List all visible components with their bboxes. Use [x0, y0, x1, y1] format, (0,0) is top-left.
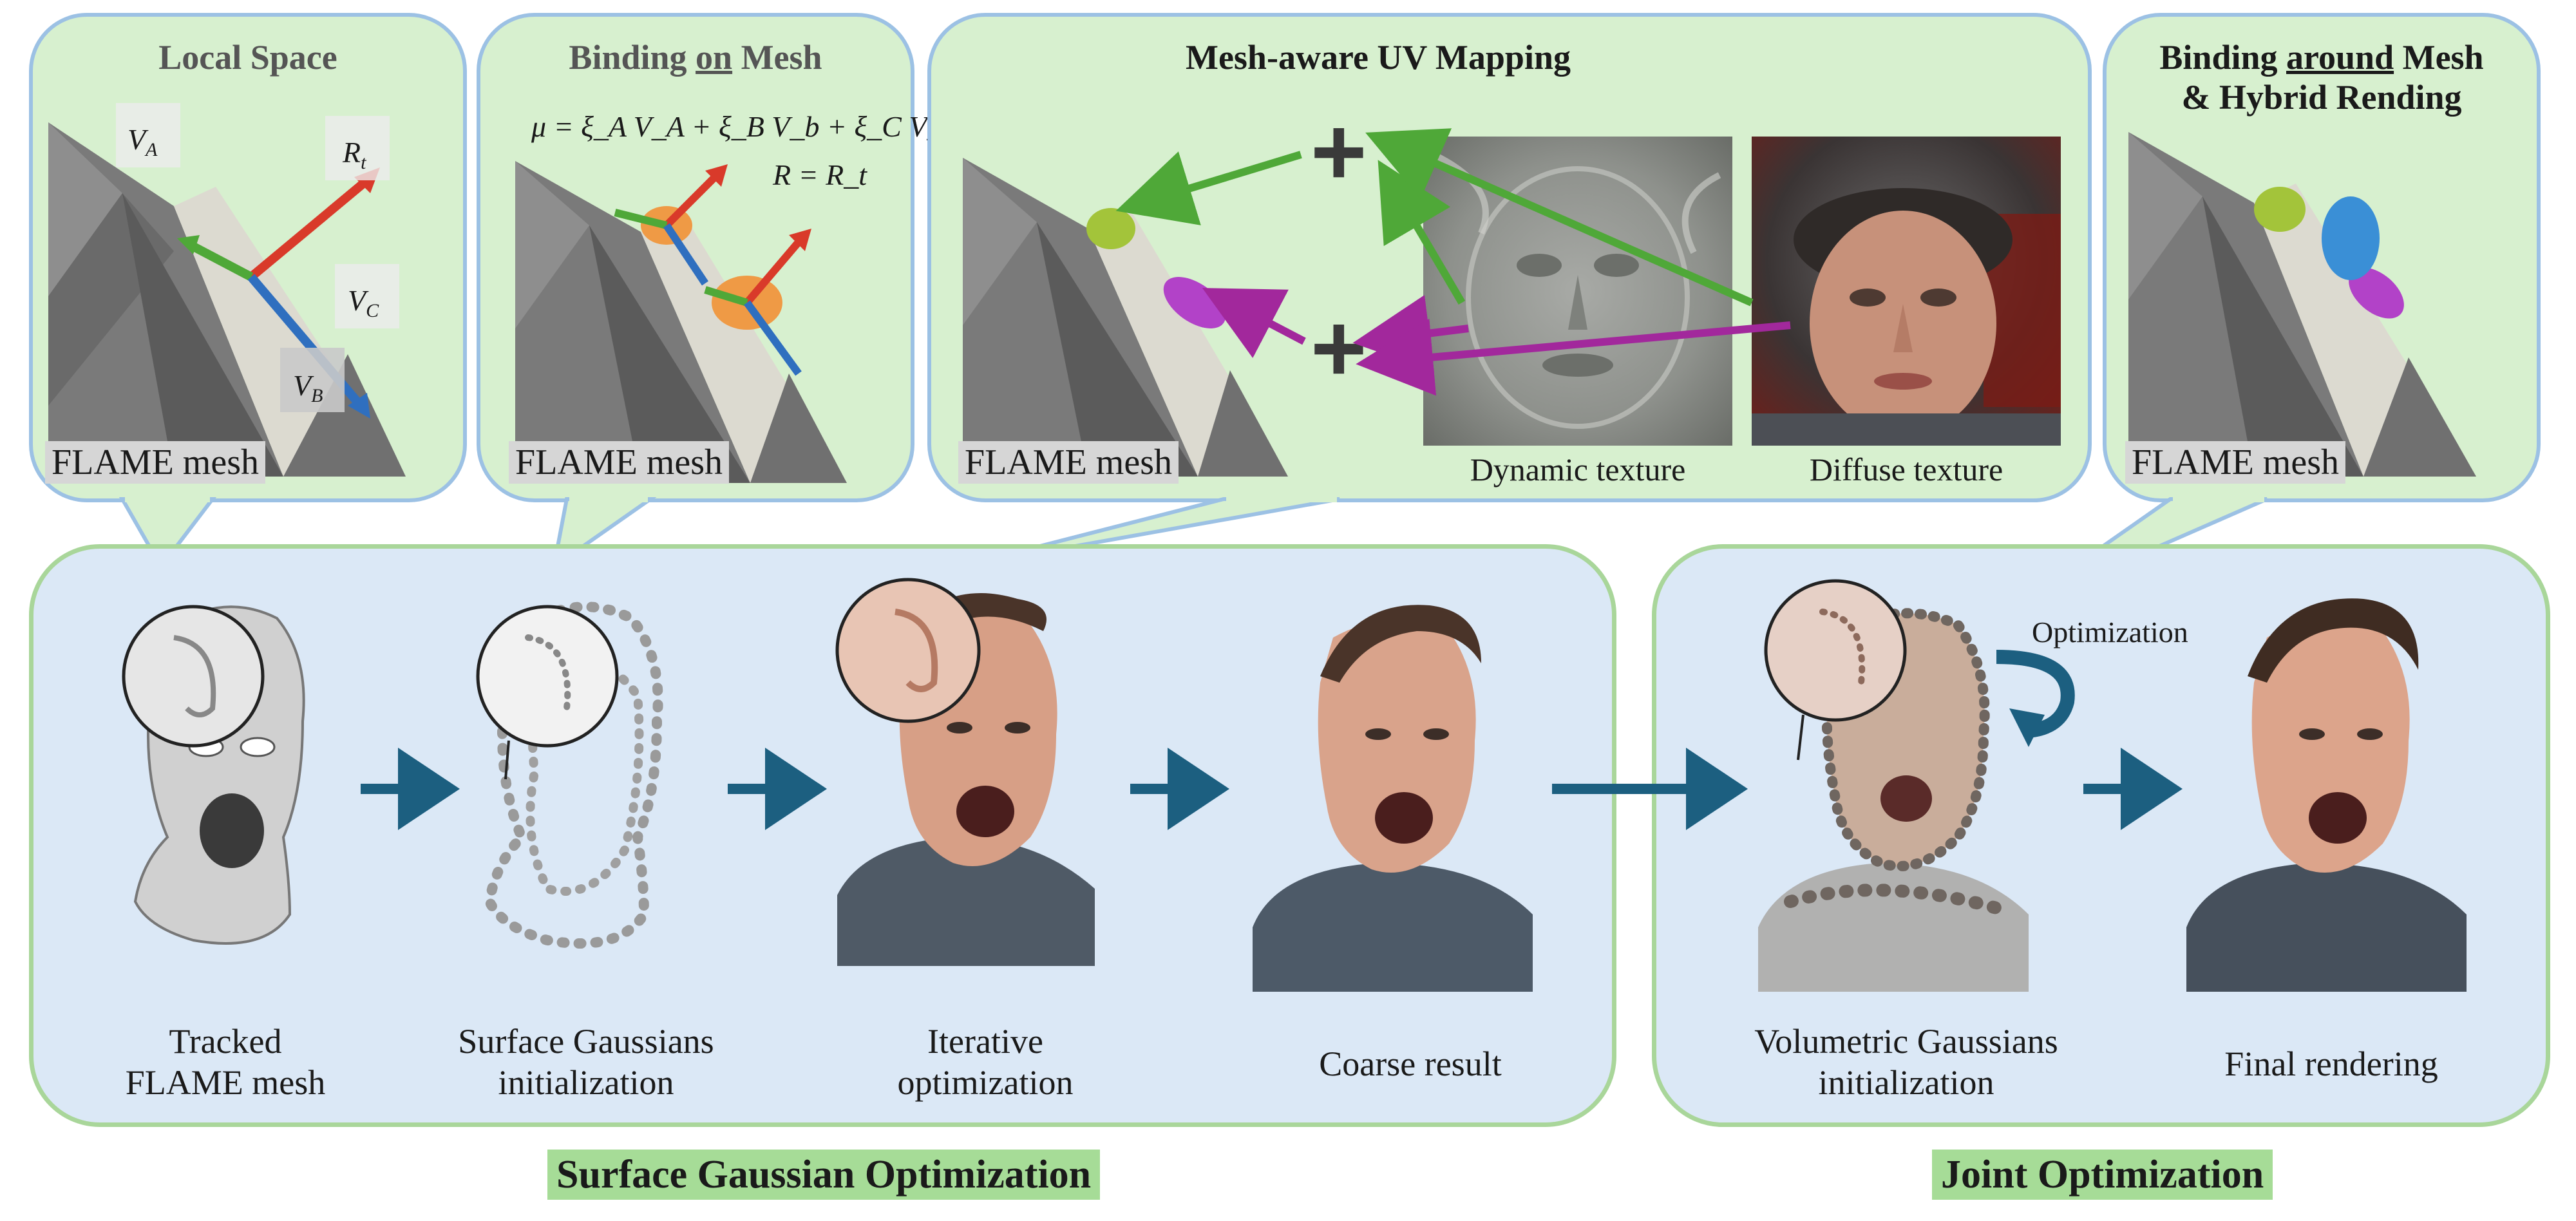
around-green-gaussian: [2254, 187, 2306, 232]
rt-axis-arrow: [248, 176, 370, 281]
green-arrow-from-dynamic: [1378, 160, 1466, 305]
purple-arrow-to-gaussian: [1202, 288, 1306, 358]
binding-equation-r: R = R_t: [773, 158, 867, 191]
local-space-title: Local Space: [158, 38, 337, 77]
green-arrow-from-diffuse: [1365, 128, 1754, 307]
around-blue-gaussian: [2322, 196, 2380, 280]
optimization-loop-arrow: [1996, 650, 2075, 738]
binding-on-mesh-title: Binding on Mesh: [569, 38, 822, 77]
local-space-mesh-label: FLAME mesh: [45, 441, 265, 484]
binding-around-mesh-title: Binding around Mesh & Hybrid Rending: [2159, 38, 2484, 117]
va-label: VA: [128, 123, 158, 161]
coarse-result-head: [1253, 605, 1533, 992]
diffuse-texture-image: [1752, 137, 2061, 446]
rt-label: Rt: [343, 136, 366, 174]
step-coarse-caption: Coarse result: [1319, 1045, 1502, 1083]
plus-sign-top: +: [1311, 97, 1367, 205]
diffuse-texture-caption: Diffuse texture: [1809, 451, 2003, 487]
green-arrow-to-gaussian: [1115, 151, 1302, 225]
step-final-caption: Final rendering: [2224, 1045, 2438, 1083]
final-rendering-head: [2186, 598, 2467, 992]
dynamic-texture-image: [1423, 137, 1732, 446]
dynamic-texture-caption: Dynamic texture: [1470, 451, 1686, 487]
around-purple-gaussian: [2349, 267, 2404, 319]
surface-gaussians-head: [476, 601, 663, 949]
vc-label: VC: [348, 284, 379, 322]
binding-around-mesh-illustration: [2128, 132, 2476, 477]
uv-mapping-title: Mesh-aware UV Mapping: [1185, 38, 1571, 77]
joint-optimization-section-label: Joint Optimization: [1932, 1150, 2273, 1200]
binding-around-mesh-mesh-label: FLAME mesh: [2125, 441, 2345, 484]
binding-equation-mu: μ = ξ_A V_A + ξ_B V_b + ξ_C V_C: [531, 110, 962, 143]
surface-optimization-section-label: Surface Gaussian Optimization: [547, 1150, 1101, 1200]
green-axis-arrow: [187, 240, 254, 281]
vb-label: VB: [293, 369, 323, 407]
binding-on-mesh-mesh-label: FLAME mesh: [509, 441, 729, 484]
optimization-loop-label: Optimization: [2032, 616, 2188, 648]
local-space-mesh-illustration: [48, 103, 406, 477]
tracked-flame-mesh-head: [122, 605, 305, 945]
uv-mapping-mesh-illustration: [963, 158, 1288, 477]
binding-on-mesh-illustration: [515, 161, 847, 483]
iterative-optimization-head: [835, 578, 1095, 966]
uv-mapping-mesh-label: FLAME mesh: [958, 441, 1179, 484]
purple-arrow-from-diffuse: [1356, 318, 1791, 396]
volumetric-gaussians-head: [1758, 579, 2029, 992]
